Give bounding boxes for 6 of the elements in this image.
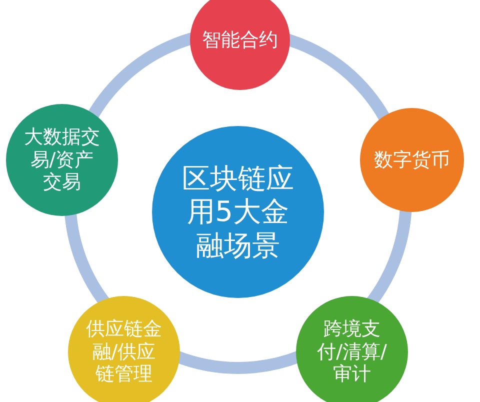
node-label: 大数据交易/资产交易: [23, 126, 101, 194]
node-label: 智能合约: [201, 28, 279, 52]
node-label: 区块链应用5大金融场景: [181, 162, 295, 262]
node-label: 跨境支付/清算/审计: [316, 318, 388, 386]
node-label: 供应链金融/供应链管理: [85, 318, 163, 386]
node-label: 数字货币: [373, 148, 451, 172]
